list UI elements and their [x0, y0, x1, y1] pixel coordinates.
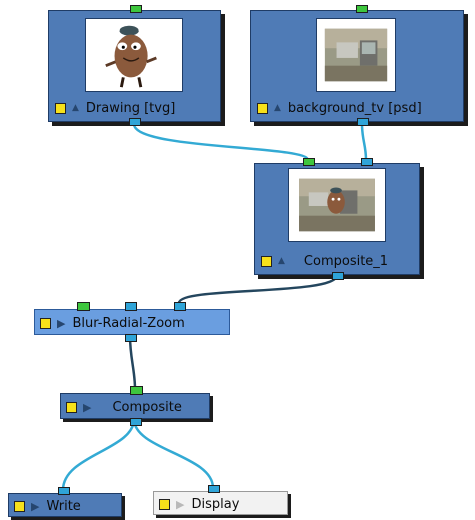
input-port[interactable] — [356, 5, 368, 13]
enable-toggle-icon[interactable] — [261, 256, 272, 267]
input-port[interactable] — [130, 5, 142, 13]
input-port-image[interactable] — [77, 302, 90, 311]
enable-toggle-icon[interactable] — [40, 318, 51, 329]
input-port-matte[interactable] — [125, 302, 137, 311]
collapse-triangle-icon[interactable]: ▲ — [274, 103, 281, 113]
node-label: Composite_1 — [303, 254, 389, 269]
node-composite-1[interactable]: ▲ Composite_1 — [254, 158, 420, 280]
node-label: background_tv [psd] — [287, 101, 422, 116]
wire-drawing-to-composite-1[interactable] — [132, 123, 310, 162]
expand-triangle-icon[interactable]: ▶ — [176, 498, 185, 511]
wire-composite-1-to-blur[interactable] — [177, 274, 339, 304]
node-blur-radial-zoom[interactable]: ▶ Blur-Radial-Zoom — [34, 302, 230, 342]
output-port[interactable] — [129, 118, 141, 126]
collapse-triangle-icon[interactable]: ▲ — [278, 256, 285, 266]
collapse-triangle-icon[interactable]: ▲ — [72, 103, 79, 113]
input-port-position[interactable] — [174, 302, 186, 311]
node-background-tv[interactable]: ▲ background_tv [psd] — [250, 5, 464, 126]
output-port[interactable] — [130, 418, 142, 426]
wire-composite-to-display[interactable] — [132, 418, 215, 489]
output-port[interactable] — [125, 334, 137, 342]
node-label: Blur-Radial-Zoom — [72, 316, 185, 331]
input-port-right[interactable] — [361, 158, 373, 166]
output-port[interactable] — [332, 272, 344, 280]
enable-toggle-icon[interactable] — [66, 402, 77, 413]
expand-triangle-icon[interactable]: ▶ — [83, 401, 92, 414]
expand-triangle-icon[interactable]: ▶ — [57, 317, 66, 330]
wire-blur-to-composite[interactable] — [128, 335, 137, 390]
input-port[interactable] — [208, 485, 220, 493]
output-port[interactable] — [357, 118, 369, 126]
enable-toggle-icon[interactable] — [257, 103, 268, 114]
cartoon-character-thumbnail-icon — [85, 18, 183, 92]
wire-background-to-composite-1[interactable] — [360, 123, 368, 161]
node-label: Display — [191, 497, 240, 512]
enable-toggle-icon[interactable] — [14, 501, 25, 512]
composite-thumbnail-icon — [288, 168, 386, 242]
node-label: Composite — [112, 400, 182, 415]
room-background-thumbnail-icon — [316, 18, 396, 92]
node-display[interactable]: ▶ Display — [153, 485, 288, 515]
enable-toggle-icon[interactable] — [159, 499, 170, 510]
node-label: Write — [46, 499, 81, 514]
input-port-left[interactable] — [303, 158, 315, 166]
node-label: Drawing [tvg] — [85, 101, 176, 116]
input-port[interactable] — [130, 386, 143, 395]
node-write[interactable]: ▶ Write — [8, 487, 122, 517]
input-port[interactable] — [58, 487, 70, 495]
enable-toggle-icon[interactable] — [55, 103, 66, 114]
node-composite[interactable]: ▶ Composite — [60, 386, 210, 426]
wire-composite-to-write[interactable] — [61, 418, 136, 491]
expand-triangle-icon[interactable]: ▶ — [31, 500, 40, 513]
node-drawing[interactable]: ▲ Drawing [tvg] — [48, 5, 221, 126]
